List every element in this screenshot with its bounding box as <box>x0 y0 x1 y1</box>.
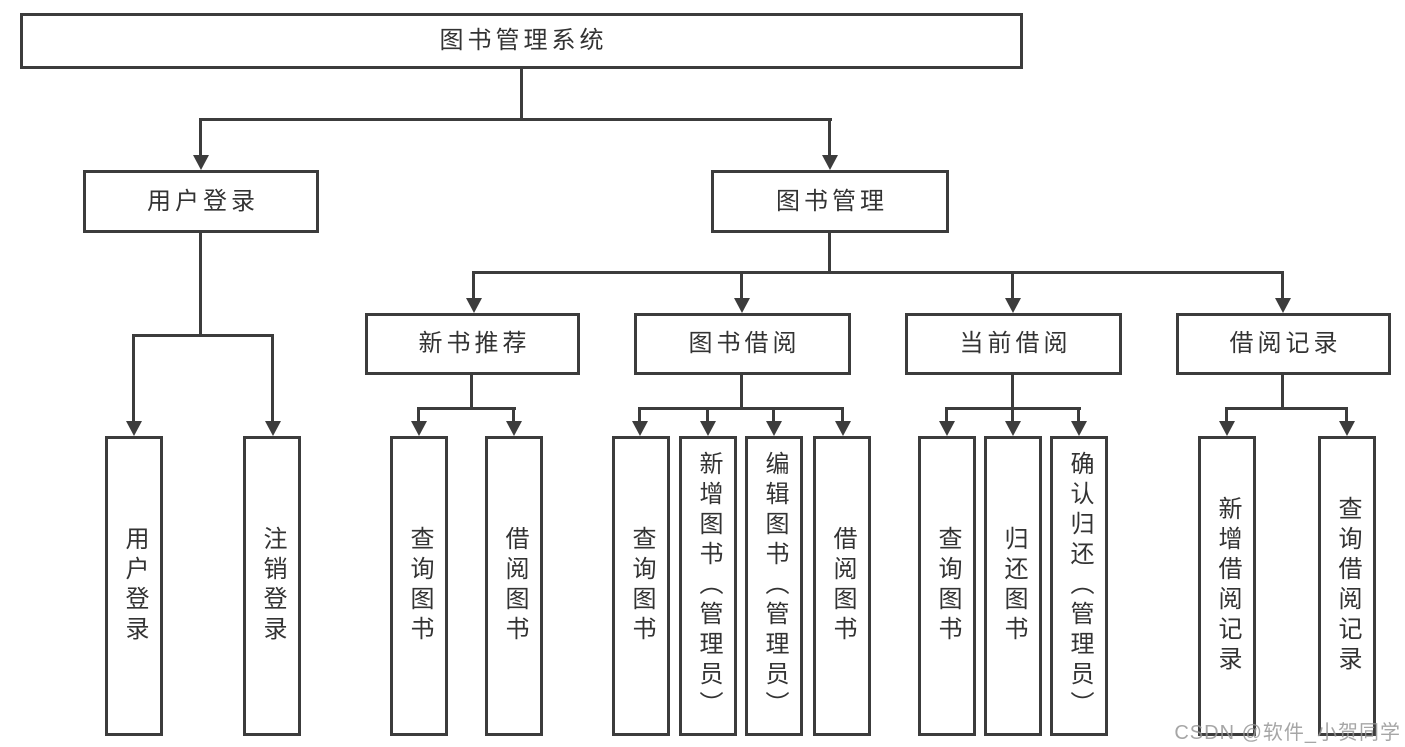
leaf-borrow-books-recommend: 借阅图书 <box>485 436 543 736</box>
connector-level2-rail <box>199 118 832 121</box>
connector-shaft <box>472 271 475 300</box>
connector-shaft <box>706 407 709 423</box>
arrow-down-icon <box>822 155 838 170</box>
watermark: CSDN @软件_小贺同学 <box>1174 722 1401 744</box>
node-root: 图书管理系统 <box>20 13 1023 69</box>
arrow-down-icon <box>466 298 482 313</box>
leaf-user-login: 用户登录 <box>105 436 163 736</box>
arrow-down-icon <box>766 421 782 436</box>
arrow-down-icon <box>411 421 427 436</box>
arrow-down-icon <box>265 421 281 436</box>
connector-shaft <box>512 407 515 423</box>
arrow-down-icon <box>193 155 209 170</box>
arrow-down-icon <box>1275 298 1291 313</box>
arrow-down-icon <box>1339 421 1355 436</box>
connector-records-rail <box>1225 407 1348 410</box>
connector-book-management-stem <box>828 232 831 273</box>
connector-user-login-shaft <box>199 118 202 157</box>
arrow-down-icon <box>506 421 522 436</box>
connector-shaft <box>1077 407 1080 423</box>
arrow-down-icon <box>126 421 142 436</box>
connector-shaft <box>945 407 948 423</box>
node-borrow-records: 借阅记录 <box>1176 313 1391 375</box>
leaf-edit-book-admin: 编辑图书（管理员） <box>745 436 803 736</box>
arrow-down-icon <box>835 421 851 436</box>
leaf-query-books-recommend: 查询图书 <box>390 436 448 736</box>
connector-root-stem <box>520 68 523 120</box>
arrow-down-icon <box>700 421 716 436</box>
leaf-return-book: 归还图书 <box>984 436 1042 736</box>
connector-borrow-stem <box>740 374 743 410</box>
connector-shaft <box>638 407 641 423</box>
connector-shaft <box>417 407 420 423</box>
connector-shaft <box>1225 407 1228 423</box>
arrow-down-icon <box>1219 421 1235 436</box>
connector-records-stem <box>1281 374 1284 410</box>
connector-shaft <box>1281 271 1284 300</box>
connector-shaft <box>1011 407 1014 423</box>
arrow-down-icon <box>1071 421 1087 436</box>
connector-borrow-rail <box>638 407 844 410</box>
connector-shaft <box>772 407 775 423</box>
node-book-management: 图书管理 <box>711 170 949 233</box>
connector-recommend-stem <box>470 374 473 410</box>
connector-user-login-stem <box>199 232 202 336</box>
arrow-down-icon <box>734 298 750 313</box>
leaf-query-books-current: 查询图书 <box>918 436 976 736</box>
leaf-confirm-return-admin: 确认归还（管理员） <box>1050 436 1108 736</box>
connector-shaft <box>132 334 135 421</box>
leaf-query-borrow-record: 查询借阅记录 <box>1318 436 1376 736</box>
node-user-login: 用户登录 <box>83 170 319 233</box>
arrow-down-icon <box>632 421 648 436</box>
leaf-borrow-books: 借阅图书 <box>813 436 871 736</box>
connector-shaft <box>841 407 844 423</box>
connector-book-management-shaft <box>828 118 831 157</box>
node-book-borrow: 图书借阅 <box>634 313 851 375</box>
arrow-down-icon <box>1005 421 1021 436</box>
connector-recommend-rail <box>417 407 516 410</box>
arrow-down-icon <box>1005 298 1021 313</box>
connector-shaft <box>740 271 743 300</box>
node-current-borrow: 当前借阅 <box>905 313 1122 375</box>
connector-shaft <box>1011 271 1014 300</box>
node-new-book-recommend: 新书推荐 <box>365 313 580 375</box>
leaf-logout: 注销登录 <box>243 436 301 736</box>
leaf-query-books-borrow: 查询图书 <box>612 436 670 736</box>
connector-shaft <box>271 334 274 421</box>
connector-user-login-rail <box>132 334 274 337</box>
connector-shaft <box>1345 407 1348 423</box>
connector-level3-rail <box>472 271 1284 274</box>
arrow-down-icon <box>939 421 955 436</box>
connector-current-stem <box>1011 374 1014 410</box>
leaf-add-book-admin: 新增图书（管理员） <box>679 436 737 736</box>
leaf-add-borrow-record: 新增借阅记录 <box>1198 436 1256 736</box>
